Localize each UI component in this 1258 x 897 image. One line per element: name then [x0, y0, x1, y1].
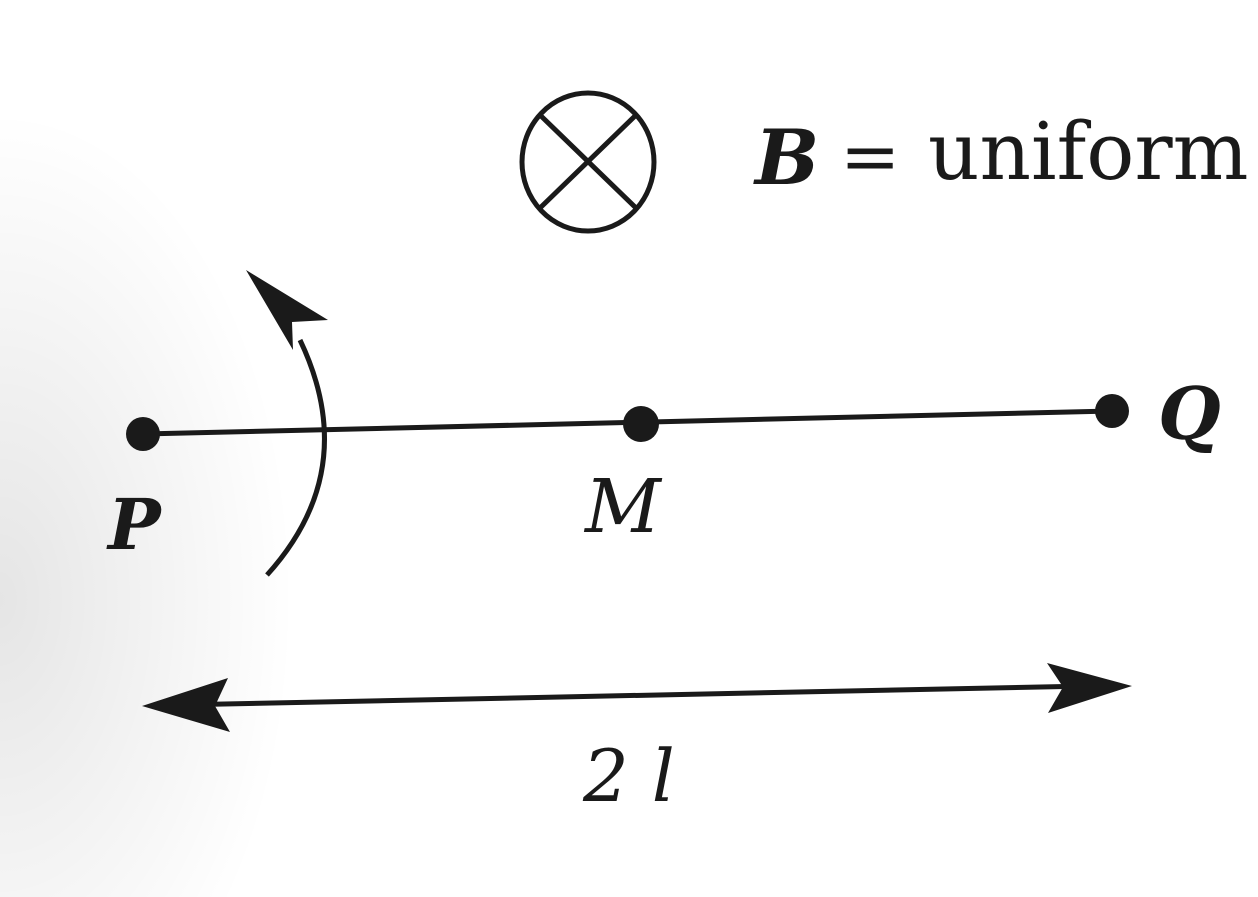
length-label: 2 l [583, 734, 675, 818]
field-uniform-label: uniform [928, 105, 1249, 198]
length-double-arrow-icon [142, 663, 1132, 732]
point-q-label: Q [1158, 371, 1221, 456]
field-equals-sign: = [840, 114, 901, 198]
point-m-dot [623, 406, 659, 442]
rotation-arrow-icon [246, 270, 328, 577]
point-m-label: M [585, 464, 661, 550]
point-q-dot [1095, 394, 1129, 428]
field-variable-label: B [755, 113, 820, 202]
field-into-page-icon [519, 90, 657, 234]
point-p-label: P [108, 483, 161, 566]
point-p-dot [126, 417, 160, 451]
